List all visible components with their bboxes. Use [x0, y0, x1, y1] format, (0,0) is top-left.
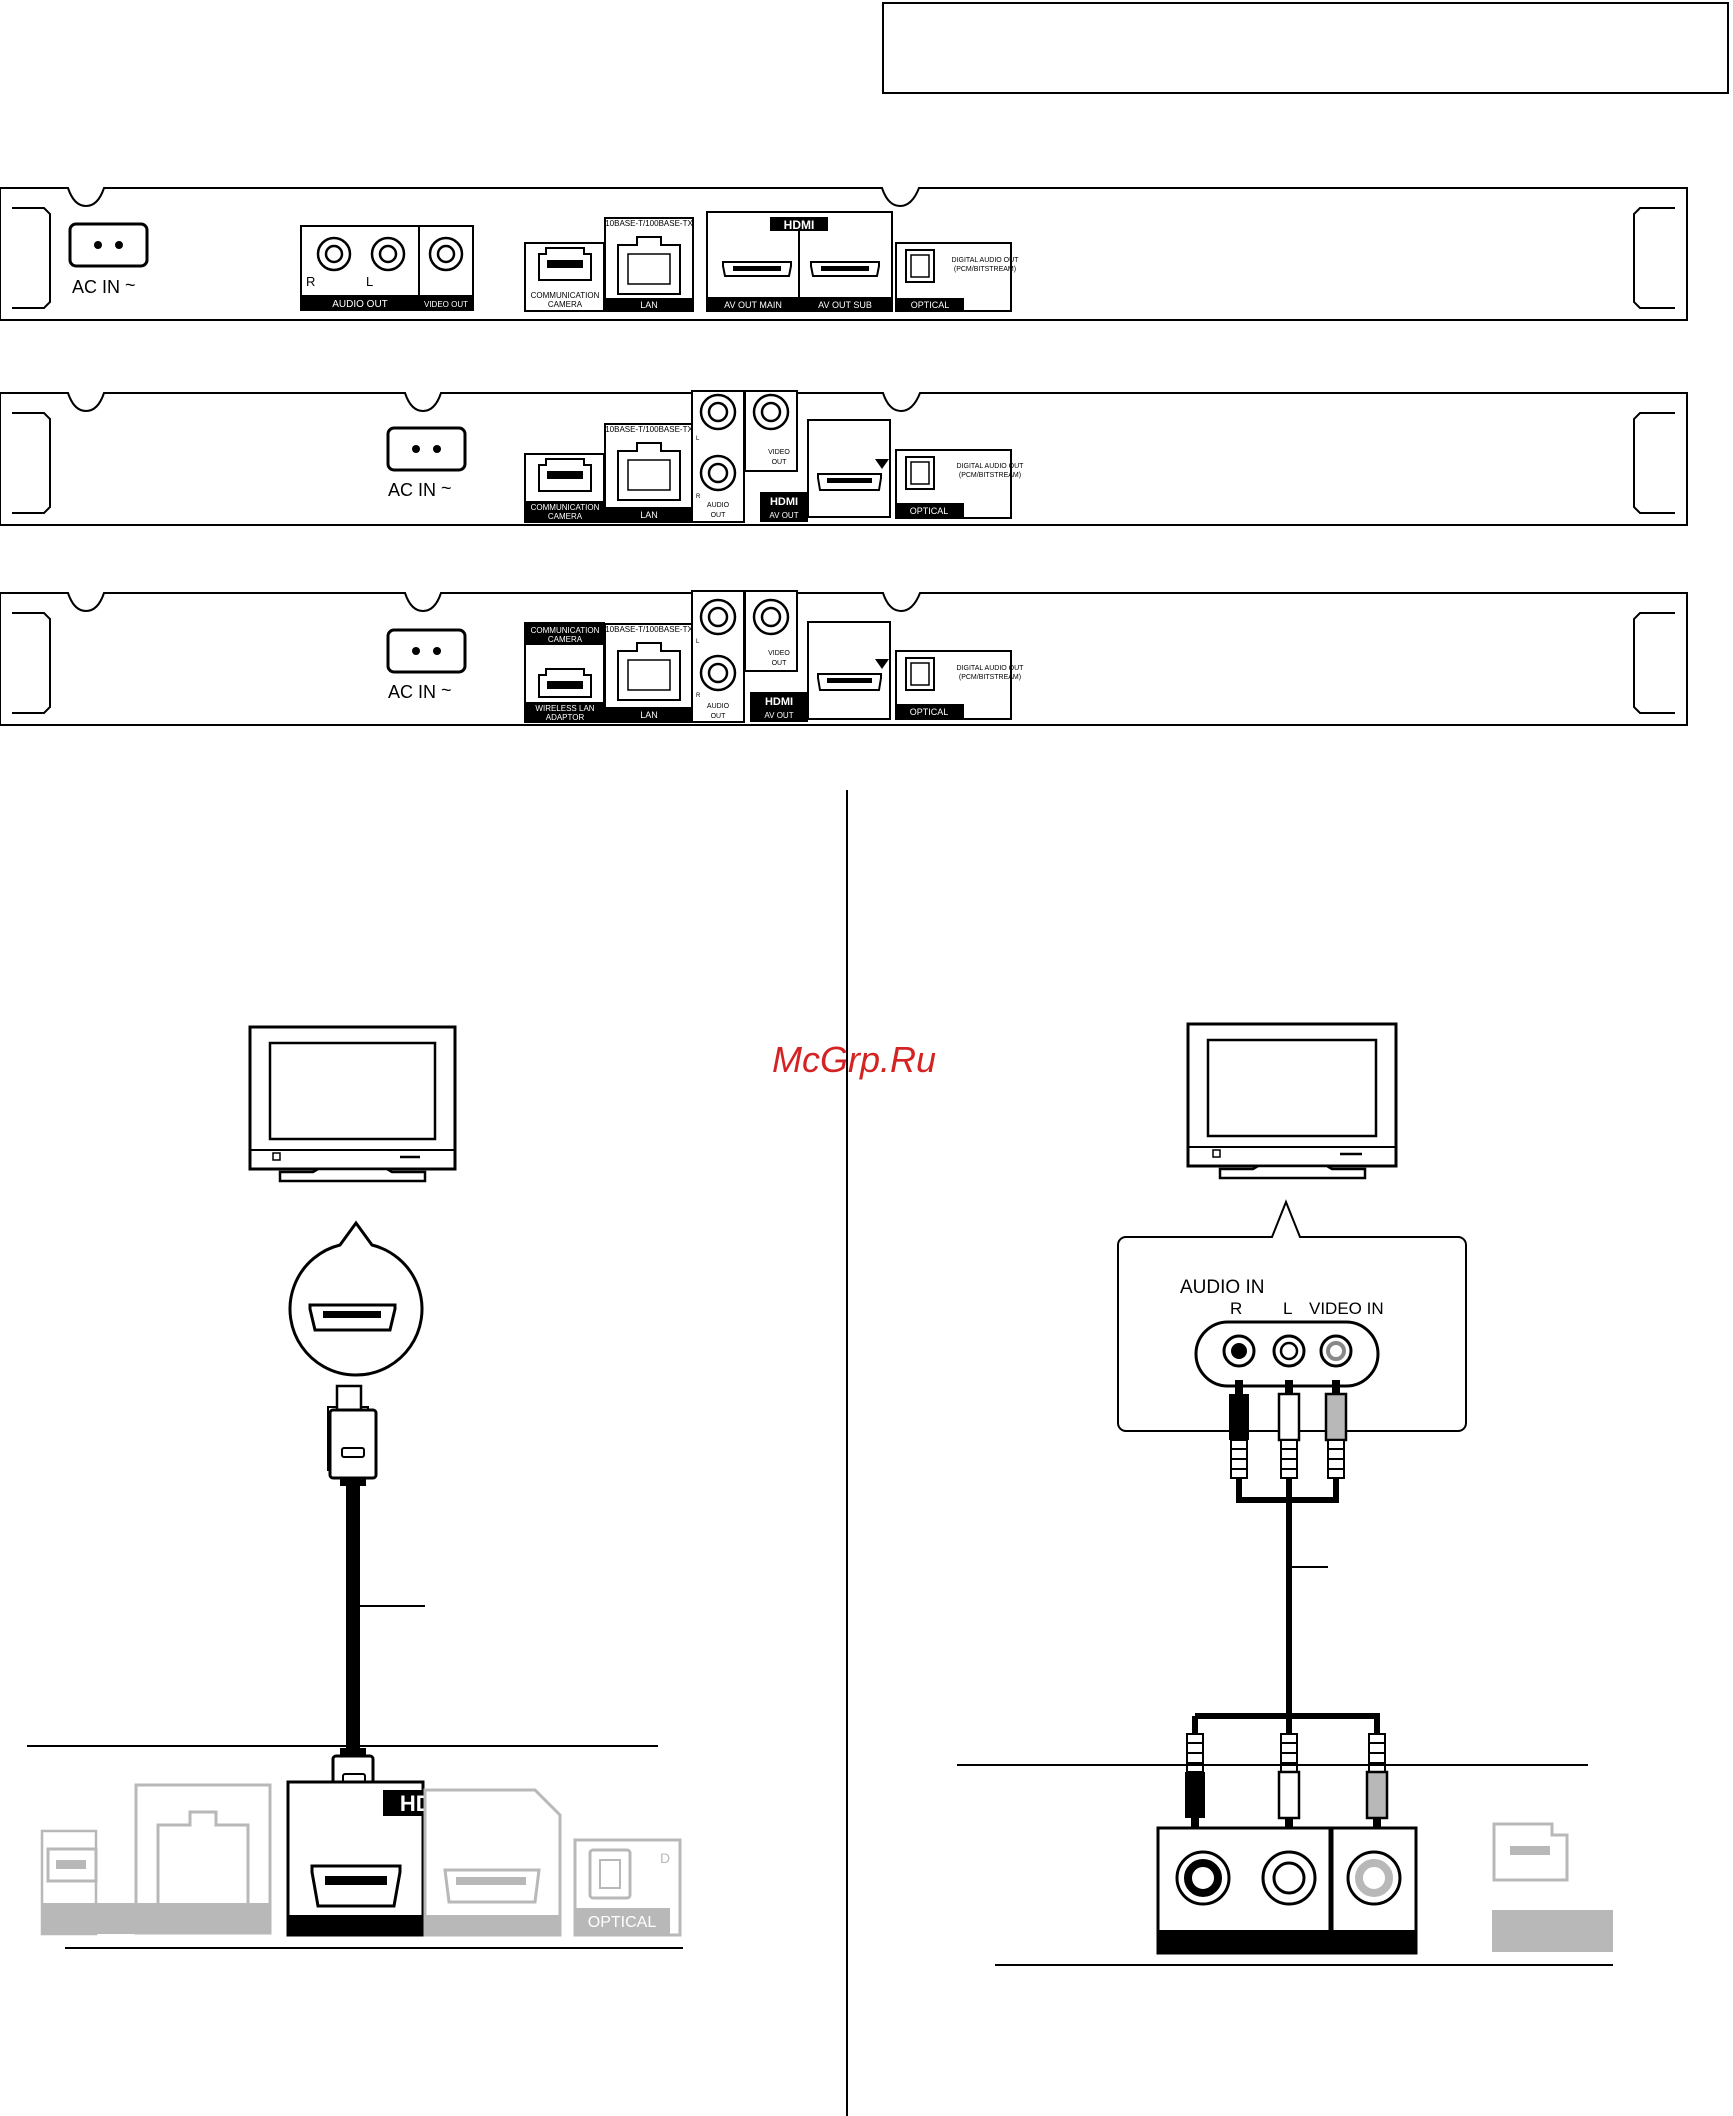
- rca-plugs-top: [1229, 1380, 1348, 1479]
- digital-audio-out-1: DIGITAL AUDIO OUT: [957, 463, 1025, 470]
- hdmi-av-out-block: HDMI AV OUT MAIN AV OUT SUB: [706, 211, 893, 312]
- comm-camera-label-2: CAMERA: [548, 635, 583, 644]
- optical-port-zoomed: D OPTICAL: [573, 1838, 682, 1937]
- device-rca-outputs: [1156, 1826, 1418, 1955]
- lan-port-zoomed: [134, 1783, 272, 1935]
- hdmi-av-out-block: HDMI AV OUT: [760, 419, 891, 522]
- rear-panel-1: AC IN ~ R L AUDIO OUT VIDEO OUT COMMUNIC…: [0, 187, 1688, 321]
- digital-audio-out-2: (PCM/BITSTREAM): [954, 266, 1016, 273]
- tilde-glyph: ~: [441, 478, 452, 498]
- video-out-label-1: VIDEO: [768, 650, 790, 657]
- optical-label-zoomed: OPTICAL: [588, 1914, 657, 1931]
- lan-label: LAN: [640, 510, 658, 520]
- digital-audio-out-2: (PCM/BITSTREAM): [959, 472, 1021, 479]
- lan-label: LAN: [640, 710, 658, 720]
- video-out-label-1: VIDEO: [768, 449, 790, 456]
- ac-in-socket: AC IN ~: [386, 628, 467, 702]
- wireless-lan-label-1: WIRELESS LAN: [535, 704, 594, 713]
- rca-out-block: L R VIDEO OUT AUDIO OUT: [691, 590, 798, 723]
- watermark: McGrp.Ru: [772, 1039, 936, 1080]
- av-out-sub-label: AV OUT SUB: [818, 300, 872, 310]
- av-out-label: AV OUT: [764, 711, 793, 720]
- audio-in-label: AUDIO IN: [1180, 1277, 1264, 1298]
- optical-port: DIGITAL AUDIO OUT (PCM/BITSTREAM) OPTICA…: [895, 449, 1025, 519]
- hdmi-cable: [346, 1486, 360, 1748]
- hdmi-logo: HDMI: [784, 218, 815, 232]
- jack-l-label: L: [696, 639, 700, 645]
- rca-cable: [1192, 1478, 1380, 1734]
- comm-camera-port: COMMUNICATION CAMERA: [524, 242, 605, 312]
- rca-out-block: L R VIDEO OUT AUDIO OUT: [691, 390, 798, 523]
- comm-camera-label-2: CAMERA: [548, 300, 583, 309]
- hdmi-logo: HDMI: [765, 696, 793, 708]
- hdmi-av-out-block: HDMI AV OUT: [750, 621, 891, 722]
- audio-out-label-2: OUT: [711, 713, 727, 720]
- optical-port: DIGITAL AUDIO OUT (PCM/BITSTREAM) OPTICA…: [895, 242, 1020, 312]
- video-in-label: VIDEO IN: [1309, 1299, 1384, 1318]
- audio-out-label: AUDIO OUT: [332, 299, 388, 310]
- optical-port: DIGITAL AUDIO OUT (PCM/BITSTREAM) OPTICA…: [895, 650, 1025, 720]
- digital-audio-out-1: DIGITAL AUDIO OUT: [952, 257, 1020, 264]
- jack-r-label: R: [696, 494, 701, 500]
- rca-plugs-bottom: [1185, 1733, 1389, 1832]
- analog-connection-illustration: AUDIO IN R L VIDEO IN: [957, 1022, 1613, 1966]
- av-out-label: AV OUT: [769, 511, 798, 520]
- hdmi-connection-illustration: HDMI D OPTICAL: [27, 1025, 683, 1949]
- audio-out-label-2: OUT: [711, 512, 727, 519]
- tilde-glyph: ~: [125, 275, 136, 295]
- tv-icon: [248, 1025, 457, 1183]
- digital-audio-out-2: (PCM/BITSTREAM): [959, 674, 1021, 681]
- wireless-lan-label-2: ADAPTOR: [546, 713, 585, 722]
- optical-label: OPTICAL: [910, 707, 949, 717]
- jack-r-label: R: [696, 693, 701, 699]
- title-box: [882, 2, 1729, 94]
- audio-out-label-1: AUDIO: [707, 703, 730, 710]
- audio-r-label: R: [306, 274, 315, 289]
- digital-hint: D: [660, 1850, 670, 1866]
- lan-port: 10BASE-T/100BASE-TX LAN: [604, 423, 694, 523]
- ac-in-label: AC IN: [388, 682, 436, 702]
- tilde-glyph: ~: [441, 680, 452, 700]
- audio-in-l-label: L: [1283, 1299, 1292, 1318]
- comm-camera-label-2: CAMERA: [548, 512, 583, 521]
- comm-camera-port: COMMUNICATION CAMERA WIRELESS LAN ADAPTO…: [524, 622, 605, 723]
- video-out-label-2: OUT: [772, 660, 788, 667]
- audio-in-r-label: R: [1230, 1299, 1242, 1318]
- optical-label: OPTICAL: [911, 300, 950, 310]
- comm-camera-port: COMMUNICATION CAMERA: [524, 453, 605, 523]
- video-out-label-2: OUT: [772, 459, 788, 466]
- ac-in-label: AC IN: [388, 480, 436, 500]
- video-out-label: VIDEO OUT: [424, 300, 468, 309]
- lan-label: LAN: [640, 300, 658, 310]
- lan-standard-label: 10BASE-T/100BASE-TX: [605, 219, 693, 228]
- comm-camera-label-1: COMMUNICATION: [531, 291, 600, 300]
- ac-in-label: AC IN: [72, 277, 120, 297]
- av-out-main-label: AV OUT MAIN: [724, 300, 782, 310]
- ac-in-socket: AC IN ~: [68, 222, 149, 297]
- rear-panel-3: AC IN ~ COMMUNICATION CAMERA WIRELESS LA…: [0, 590, 1688, 726]
- rear-panel-2: AC IN ~ COMMUNICATION CAMERA 10BASE-T/10…: [0, 390, 1688, 526]
- lan-standard-label: 10BASE-T/100BASE-TX: [605, 425, 693, 434]
- ac-in-socket: AC IN ~: [386, 426, 467, 500]
- comm-camera-label-1: COMMUNICATION: [531, 503, 600, 512]
- tv-icon: [1186, 1022, 1398, 1180]
- lan-port: 10BASE-T/100BASE-TX LAN: [604, 623, 694, 723]
- lan-standard-label: 10BASE-T/100BASE-TX: [605, 625, 693, 634]
- jack-l-label: L: [696, 436, 700, 442]
- lan-port: 10BASE-T/100BASE-TX LAN: [604, 217, 694, 312]
- hdmi-plug-top: [327, 1384, 378, 1486]
- audio-l-label: L: [366, 274, 373, 289]
- audio-video-out-block: R L AUDIO OUT VIDEO OUT: [300, 225, 474, 311]
- comm-camera-label-1: COMMUNICATION: [531, 626, 600, 635]
- digital-audio-out-1: DIGITAL AUDIO OUT: [957, 665, 1025, 672]
- optical-label: OPTICAL: [910, 506, 949, 516]
- audio-out-label-1: AUDIO: [707, 502, 730, 509]
- hdmi-logo: HDMI: [770, 496, 798, 508]
